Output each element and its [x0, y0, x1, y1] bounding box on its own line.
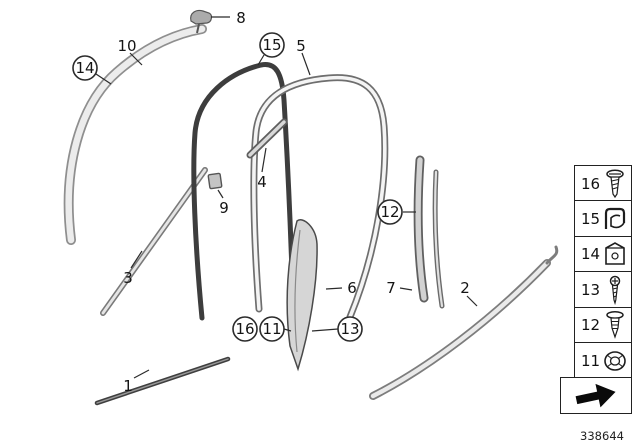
- callout-15[interactable]: 15: [259, 32, 285, 58]
- callout-13[interactable]: 13: [337, 316, 363, 342]
- legend-item-11[interactable]: 11: [574, 342, 632, 380]
- tapping-screw-icon: [606, 168, 624, 198]
- screw-icon: [609, 275, 621, 305]
- callout-6[interactable]: 6: [347, 279, 357, 297]
- legend-label: 11: [581, 351, 601, 370]
- part-3-weatherstrip[interactable]: [100, 167, 208, 316]
- callout-9[interactable]: 9: [219, 199, 229, 217]
- callout-7[interactable]: 7: [386, 279, 396, 297]
- part-4-strip[interactable]: [246, 118, 288, 159]
- svg-text:14: 14: [75, 59, 94, 77]
- callout-11[interactable]: 11: [259, 316, 285, 342]
- direction-arrow-box[interactable]: [560, 377, 632, 415]
- part-7-strip[interactable]: [432, 169, 445, 309]
- callout-1[interactable]: 1: [123, 377, 133, 395]
- callout-14[interactable]: 14: [72, 55, 98, 81]
- legend-label: 15: [581, 209, 601, 228]
- part-1-entrance-strip[interactable]: [94, 356, 231, 406]
- legend-label: 16: [581, 174, 601, 193]
- callout-5[interactable]: 5: [296, 37, 306, 55]
- svg-text:12: 12: [380, 203, 399, 221]
- callout-10[interactable]: 10: [117, 37, 136, 55]
- legend-item-13[interactable]: 13: [574, 271, 632, 309]
- legend-label: 13: [581, 280, 601, 299]
- legend-label: 12: [581, 316, 601, 335]
- part-12-frame-cover[interactable]: [413, 155, 429, 303]
- grommet-icon: [604, 350, 626, 371]
- fastener-legend: 16 15 14 13: [560, 165, 638, 415]
- part-10-frame-trim[interactable]: [63, 24, 207, 245]
- part-8-cap[interactable]: [190, 9, 213, 34]
- legend-item-15[interactable]: 15: [574, 200, 632, 238]
- svg-text:13: 13: [340, 320, 359, 338]
- legend-item-12[interactable]: 12: [574, 306, 632, 344]
- svg-text:11: 11: [262, 320, 281, 338]
- leader-lines: [95, 16, 478, 379]
- callout-3[interactable]: 3: [123, 269, 133, 287]
- svg-text:15: 15: [262, 36, 281, 54]
- part-2-lower-trim[interactable]: [369, 245, 559, 400]
- callout-12[interactable]: 12: [377, 199, 403, 225]
- callout-8[interactable]: 8: [236, 9, 246, 27]
- legend-item-14[interactable]: 14: [574, 235, 632, 273]
- part-6-pillar-trim[interactable]: [286, 219, 318, 372]
- svg-text:16: 16: [235, 320, 254, 338]
- part-window-channel-frame[interactable]: [191, 62, 296, 321]
- spring-clip-icon: [604, 207, 626, 229]
- direction-arrow-icon: [575, 383, 616, 408]
- callout-16[interactable]: 16: [232, 316, 258, 342]
- legend-label: 14: [581, 245, 601, 264]
- legend-item-16[interactable]: 16: [574, 165, 632, 202]
- expansion-rivet-icon: [606, 311, 624, 340]
- retaining-clip-icon: [605, 242, 625, 266]
- part-5-window-frame-seal[interactable]: [250, 74, 389, 321]
- callout-2[interactable]: 2: [460, 279, 470, 297]
- diagram-number: 338644: [580, 429, 624, 443]
- part-9-pad[interactable]: [207, 172, 223, 190]
- callout-4[interactable]: 4: [257, 173, 267, 191]
